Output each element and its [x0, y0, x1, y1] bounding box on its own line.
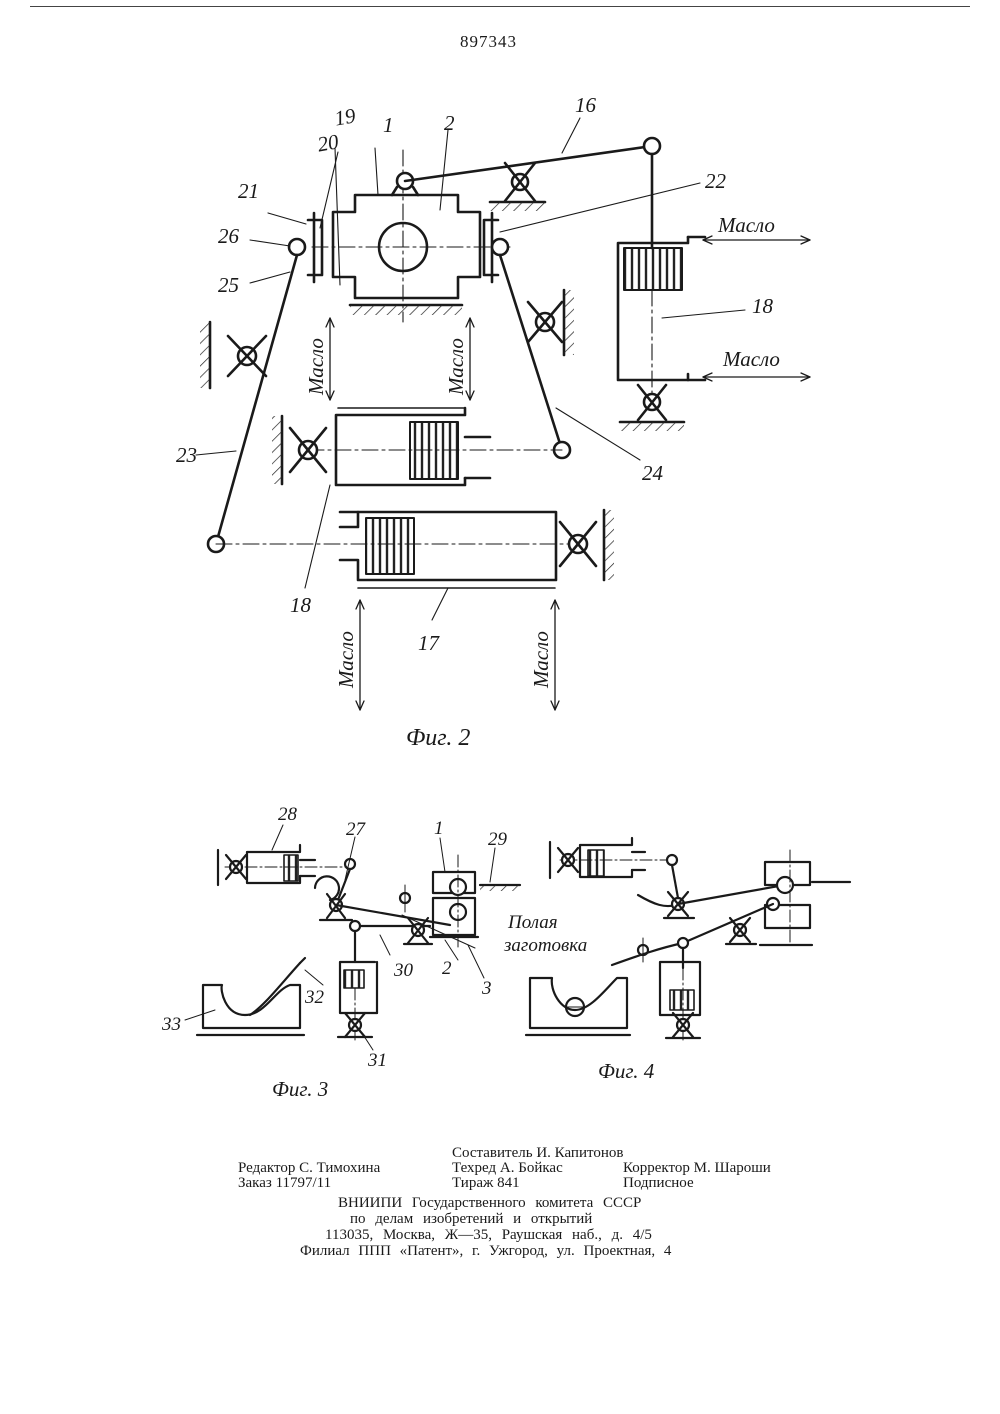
ref-19: 21: [238, 179, 259, 203]
branch: Филиал ППП «Патент», г. Ужгород, ул. Про…: [300, 1243, 671, 1260]
order: Заказ 11797/11: [238, 1175, 331, 1192]
ref-26: 26: [218, 224, 240, 248]
org-line-1: ВНИИПИ Государственного комитета СССР: [338, 1195, 641, 1212]
ref-18b: 20: [316, 129, 341, 156]
figure-4-labels: Фиг. 4: [598, 1059, 655, 1083]
oil-label-left: Масло: [304, 338, 328, 396]
figure-2-caption: Фиг. 2: [406, 725, 470, 751]
ref-25: 25: [218, 273, 239, 297]
figure-3: [185, 825, 520, 1050]
ref-33: 33: [161, 1014, 181, 1035]
ref-27: 27: [346, 819, 367, 840]
subscription: Подписное: [623, 1175, 694, 1192]
ref-1-fig3: 1: [434, 818, 444, 839]
oil-label-right: Масло: [444, 338, 468, 396]
ref-29: 29: [488, 829, 508, 850]
ref-20: 22: [705, 169, 727, 193]
oil-label-21-left: Масло: [334, 631, 358, 689]
ref-2: 2: [444, 111, 455, 135]
figure-2: [196, 118, 810, 710]
org-line-2: по делам изобретений и открытий: [350, 1211, 592, 1228]
ref-21: 17: [418, 631, 441, 655]
oil-label-17-bottom: Масло: [722, 347, 780, 371]
figure-3-labels: 28 27 1 29 30 2 3 31 32 33 Полая заготов…: [161, 804, 587, 1101]
ref-32: 32: [304, 987, 325, 1008]
ref-23: 23: [176, 443, 197, 467]
ref-3: 3: [481, 978, 492, 999]
figure-4-caption: Фиг. 4: [598, 1059, 655, 1083]
ref-22: 18: [290, 593, 312, 617]
oil-label-21-right: Масло: [529, 631, 553, 689]
hollow-workpiece-label-1: Полая: [507, 912, 558, 933]
ref-31: 31: [367, 1050, 387, 1071]
ref-1: 1: [383, 113, 394, 137]
figure-3-caption: Фиг. 3: [272, 1077, 328, 1101]
figure-2-labels: 19 20 1 2 16 22 21 26 25 18 23 24 18 17 …: [176, 93, 780, 751]
hollow-workpiece-label-2: заготовка: [503, 935, 587, 956]
ref-18a: 19: [333, 103, 358, 130]
oil-label-17-top: Масло: [717, 213, 775, 237]
ref-30: 30: [393, 960, 414, 981]
ref-2-fig3: 2: [442, 958, 452, 979]
ref-24: 24: [642, 461, 664, 485]
address: 113035, Москва, Ж—35, Раушская наб., д. …: [325, 1227, 652, 1244]
circulation: Тираж 841: [452, 1175, 520, 1192]
ref-17: 18: [752, 294, 774, 318]
ref-16: 16: [575, 93, 597, 117]
ref-28: 28: [278, 804, 298, 825]
